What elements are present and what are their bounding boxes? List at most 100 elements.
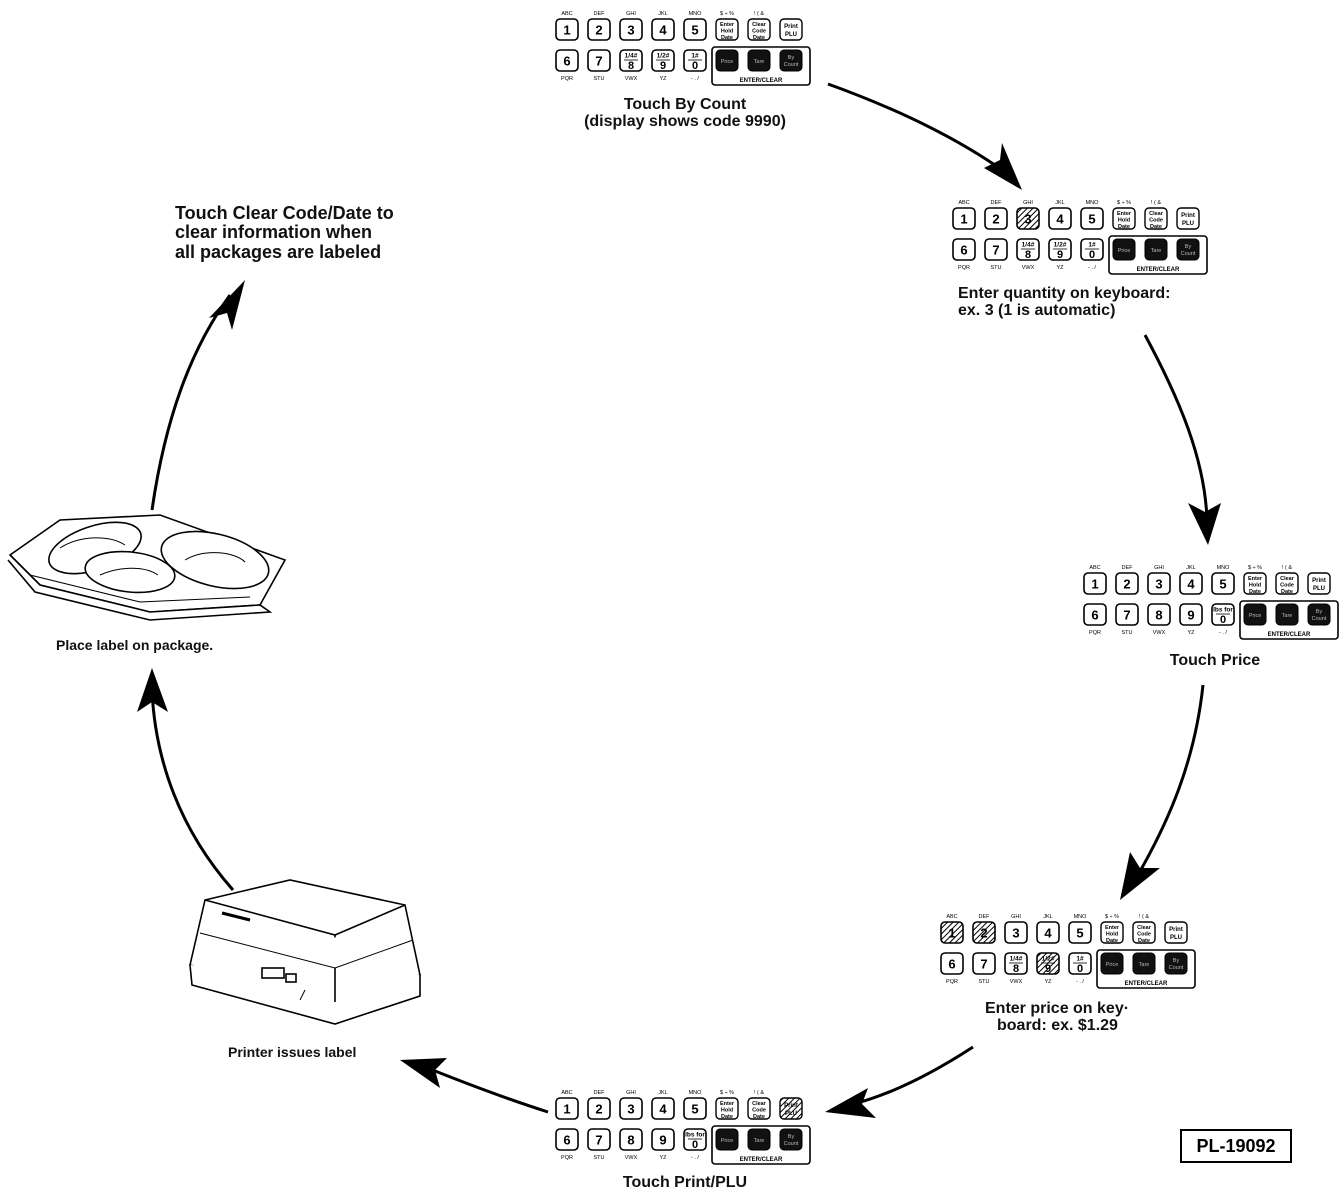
- arrow-top-to-qty: [827, 82, 1006, 174]
- key-1: [555, 1097, 579, 1120]
- func-key-line: Print: [1169, 927, 1183, 933]
- key-letters-label: ! ( &: [1139, 914, 1149, 920]
- key-5: [1080, 207, 1104, 230]
- func-key-line: PLU: [785, 32, 797, 38]
- key-6-label: 6: [563, 1133, 570, 1148]
- key-7-label: 7: [980, 957, 987, 972]
- key-0-label: 0: [692, 60, 698, 72]
- key-letters-label: $ ÷ %: [1105, 914, 1119, 920]
- func-key-line: Print: [1181, 213, 1195, 219]
- dark-key-label: By: [788, 55, 795, 61]
- key-letters-label: ! ( &: [1282, 565, 1292, 571]
- key-7: [1115, 603, 1139, 626]
- enter-clear-label: ENTER/CLEAR: [740, 78, 783, 84]
- key-letters-label: - . /: [691, 1155, 699, 1161]
- key-5: [1068, 921, 1092, 944]
- key-6: [555, 1128, 579, 1151]
- key-letters-label: VWX: [1153, 630, 1166, 636]
- func-key-line: Code: [1137, 932, 1151, 938]
- dark-key-label: Price: [1106, 962, 1119, 968]
- key-letters-label: YZ: [659, 76, 667, 82]
- arrow-print-to-printer: [424, 1065, 549, 1114]
- key-letters-label: JKL: [658, 11, 667, 17]
- caption-clear-line2: clear information when: [175, 222, 373, 243]
- key-letters-label: - . /: [1088, 265, 1096, 271]
- key-letters-label: DEF: [991, 200, 1003, 206]
- func-key-line: Clear: [1149, 211, 1164, 217]
- caption-clear-line1: Touch Clear Code/Date to: [175, 203, 394, 223]
- caption-touch-by-count-line2: (display shows code 9990): [584, 113, 786, 131]
- key-0: [1068, 952, 1092, 975]
- func-key-line: Date: [1281, 589, 1293, 595]
- dark-key-price: [1112, 238, 1136, 261]
- dark-key-label: By: [1316, 609, 1323, 615]
- func-key-print: [1307, 572, 1331, 595]
- key-letters-label: GHI: [1154, 565, 1164, 571]
- func-key-line: Date: [1138, 938, 1150, 944]
- key-letters-label: JKL: [1055, 200, 1064, 206]
- key-3: [1016, 207, 1040, 230]
- func-key-line: Date: [1150, 224, 1162, 230]
- key-6: [940, 952, 964, 975]
- key-9-label: 9: [1057, 249, 1063, 261]
- func-key-line: Date: [721, 1114, 733, 1120]
- key-6: [1083, 603, 1107, 626]
- key-9: [1179, 603, 1203, 626]
- key-letters-label: $ ÷ %: [720, 11, 734, 17]
- key-3: [619, 1097, 643, 1120]
- dark-key-by-count: [1307, 603, 1331, 626]
- key-9-label: 9: [660, 60, 666, 72]
- func-key-line: Clear: [1280, 576, 1295, 582]
- key-8-label: 8: [628, 60, 634, 72]
- key-0: [1211, 603, 1235, 626]
- func-key-line: PLU: [785, 1111, 797, 1117]
- key-1: [555, 18, 579, 41]
- func-key-enter: [715, 18, 739, 41]
- key-4-label: 4: [659, 23, 667, 38]
- key-9-label: 9: [1045, 963, 1051, 975]
- key-letters-label: PQR: [561, 76, 573, 82]
- key-9: [651, 1128, 675, 1151]
- key-letters-label: DEF: [594, 1090, 606, 1096]
- dark-key-label: By: [788, 1134, 795, 1140]
- key-2-label: 2: [1123, 577, 1130, 592]
- key-letters-label: ABC: [958, 200, 969, 206]
- caption-clear-line3: all packages are labeled: [175, 241, 382, 262]
- key-letters-label: YZ: [659, 1155, 667, 1161]
- key-7: [972, 952, 996, 975]
- key-8: [1004, 952, 1028, 975]
- key-letters-label: YZ: [1056, 265, 1064, 271]
- key-4-label: 4: [1187, 577, 1195, 592]
- key-letters-label: ! ( &: [754, 11, 764, 17]
- key-2: [1115, 572, 1139, 595]
- dark-key-label: Count: [1181, 251, 1196, 257]
- func-key-print: [779, 18, 803, 41]
- dark-key-tare: [1275, 603, 1299, 626]
- key-letters-label: PQR: [561, 1155, 573, 1161]
- key-8-label: 8: [1155, 608, 1162, 623]
- key-letters-label: $ ÷ %: [1248, 565, 1262, 571]
- key-letters-label: JKL: [1186, 565, 1195, 571]
- key-8: [619, 49, 643, 72]
- arrowhead-package: [137, 668, 168, 712]
- key-2: [587, 1097, 611, 1120]
- key-letters-label: MNO: [1074, 914, 1088, 920]
- func-key-line: Date: [1118, 224, 1130, 230]
- key-letters-label: JKL: [658, 1090, 667, 1096]
- key-0-top-label: lbs for: [685, 1132, 705, 1139]
- key-letters-label: $ ÷ %: [1117, 200, 1131, 206]
- dark-key-label: Price: [1118, 248, 1131, 254]
- key-0-top-label: lbs for: [1213, 607, 1233, 614]
- key-2-label: 2: [595, 1102, 602, 1117]
- key-8-label: 8: [1025, 249, 1031, 261]
- key-7-label: 7: [595, 54, 602, 69]
- dark-key-tare: [1144, 238, 1168, 261]
- key-1-label: 1: [960, 212, 967, 227]
- func-key-line: Print: [1312, 578, 1326, 584]
- arrow-enterprice-to-print: [849, 1045, 974, 1107]
- func-key-line: Date: [753, 1114, 765, 1120]
- key-letters-label: ABC: [1089, 565, 1100, 571]
- key-9: [1048, 238, 1072, 261]
- arrowhead-qty: [984, 143, 1022, 190]
